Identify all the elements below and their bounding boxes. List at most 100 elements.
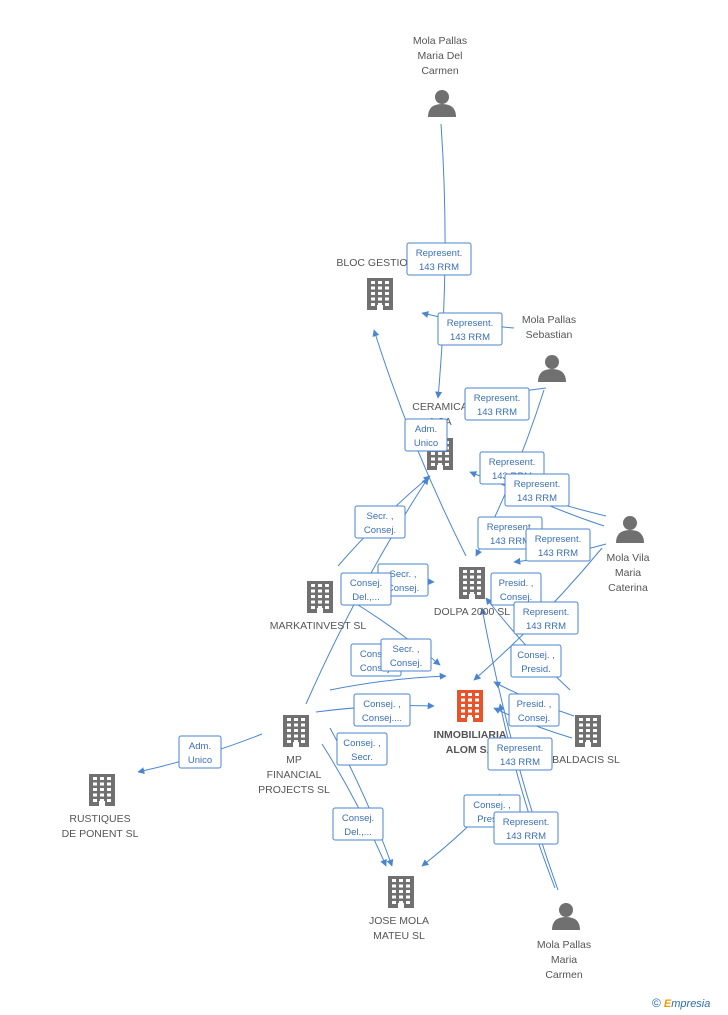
- edge-label-line: Presid. ,: [499, 578, 534, 589]
- edge-label[interactable]: Represent. 143 RRM: [437, 312, 503, 346]
- edge-line: [321, 743, 387, 867]
- edge-label[interactable]: Adm.Unico: [178, 735, 222, 769]
- person-icon: [616, 516, 644, 543]
- edge-label-line: Unico: [188, 755, 212, 766]
- edge-label-line: Represent.: [447, 318, 493, 329]
- edge-label[interactable]: Represent.143 RRM: [493, 811, 559, 845]
- edge-label-line: Represent.: [535, 534, 581, 545]
- node-baldacis[interactable]: BALDACIS SL: [552, 715, 620, 766]
- building-icon: [283, 715, 309, 747]
- edge-label[interactable]: Represent.143 RRM: [464, 387, 530, 421]
- edge-line: [497, 703, 556, 889]
- edge-label-line: Del.,...: [352, 592, 379, 603]
- node-label: BLOC GESTIO: [336, 257, 407, 269]
- node-label-line: Mola Pallas: [522, 314, 576, 326]
- edge-label-line: Consej.: [364, 525, 396, 536]
- node-label-line: MP: [286, 754, 302, 766]
- node-label-line: Sebastian: [526, 329, 573, 341]
- edge-label-line: Secr. ,: [367, 511, 394, 522]
- copyright-symbol: ©: [652, 996, 661, 1010]
- edge-label-line: Presid. ,: [517, 699, 552, 710]
- node-bloc-gestio[interactable]: BLOC GESTIO: [336, 257, 408, 310]
- building-icon: [367, 278, 393, 310]
- edge-label-line: Secr.: [351, 752, 373, 763]
- node-label-line: Mola Pallas: [413, 35, 467, 47]
- edge-label-line: Consej.: [387, 583, 419, 594]
- edge-label-line: Represent.: [489, 457, 535, 468]
- edge-label[interactable]: Consej.Del.,...: [332, 807, 384, 841]
- edge-label-line: Consej. ,: [343, 738, 381, 749]
- edge-label-line: Consej.: [518, 713, 550, 724]
- node-label: MARKATINVEST SL: [270, 620, 367, 632]
- edge-label-line: Consej. ,: [517, 650, 555, 661]
- edge-label[interactable]: Consej.Del.,...: [340, 572, 392, 606]
- node-label-line: Caterina: [608, 582, 648, 594]
- edge-label[interactable]: Adm.Unico: [404, 418, 448, 452]
- node-label: BALDACIS SL: [552, 754, 620, 766]
- edge-labels-layer: Represent. 143 RRM Represent. 143 RRM Repres…: [178, 242, 591, 845]
- edge-label[interactable]: Represent. 143 RRM: [504, 473, 570, 507]
- edge-label-line: Consej.: [342, 813, 374, 824]
- edge-label[interactable]: Represent. 143 RRM: [487, 737, 553, 771]
- edge-label[interactable]: Represent.143 RRM: [525, 528, 591, 562]
- node-label-line: Maria Del: [418, 50, 463, 62]
- edge-label[interactable]: Consej. , Presid.: [510, 644, 562, 678]
- node-label-line: Maria: [615, 567, 641, 579]
- node-label-line: Mola Pallas: [537, 939, 591, 951]
- edge-label[interactable]: Secr. , Consej.: [380, 638, 432, 672]
- node-label-line: CERAMICA: [412, 401, 467, 413]
- edge-label-line: Represent.: [497, 743, 543, 754]
- edge-label-line: Represent.: [523, 607, 569, 618]
- node-dolpa-2000[interactable]: DOLPA 2000 SL: [434, 567, 510, 618]
- edge-label-line: Consej.: [360, 663, 392, 674]
- edge-label-line: 143 RRM: [506, 831, 546, 842]
- node-markatinvest[interactable]: MARKATINVEST SL: [270, 581, 367, 632]
- edge-label-line: 143 RRM: [419, 262, 459, 273]
- building-icon: [459, 567, 485, 599]
- building-icon: [89, 774, 115, 806]
- footer-copyright[interactable]: © Empresia: [652, 996, 710, 1010]
- edge-label-line: Consej.: [390, 658, 422, 669]
- edge-label-line: Adm.: [415, 424, 437, 435]
- edge-label[interactable]: Presid. , Consej.: [508, 693, 560, 727]
- node-label-line: MATEU SL: [373, 930, 425, 942]
- node-label-line: PROJECTS SL: [258, 784, 330, 796]
- edge-label-line: 143 RRM: [526, 621, 566, 632]
- node-label-line: MARKATINVEST SL: [270, 620, 367, 632]
- edge-label-line: Secr. ,: [393, 644, 420, 655]
- edge-label-line: 143 RRM: [517, 493, 557, 504]
- edge-label[interactable]: Consej. , Secr.: [336, 732, 388, 766]
- edge-label[interactable]: Secr. , Consej.: [354, 505, 406, 539]
- node-label-line: ALOM SA: [446, 744, 495, 756]
- edge-label-line: 143 RRM: [450, 332, 490, 343]
- node-label-line: BLOC GESTIO: [336, 257, 407, 269]
- edge-label-line: 143 RRM: [477, 407, 517, 418]
- edge-label[interactable]: Represent.143 RRM: [406, 242, 472, 276]
- building-icon: [575, 715, 601, 747]
- node-label-line: Maria: [551, 954, 577, 966]
- edge-label-line: 143 RRM: [500, 757, 540, 768]
- edge-label[interactable]: Consej. ,Consej....: [353, 693, 411, 727]
- node-label-line: Carmen: [421, 65, 459, 77]
- node-label-line: Mola Vila: [607, 552, 650, 564]
- edge-label-line: Represent.: [487, 522, 533, 533]
- edge-line: [329, 672, 447, 691]
- edge-label-line: Presid.: [521, 664, 551, 675]
- edge-label[interactable]: Presid. ,Consej.: [490, 572, 542, 606]
- edge-label-line: Represent.: [514, 479, 560, 490]
- edge-label[interactable]: Represent. 143 RRM: [513, 601, 579, 635]
- brand-logo: Empresia: [663, 998, 711, 1010]
